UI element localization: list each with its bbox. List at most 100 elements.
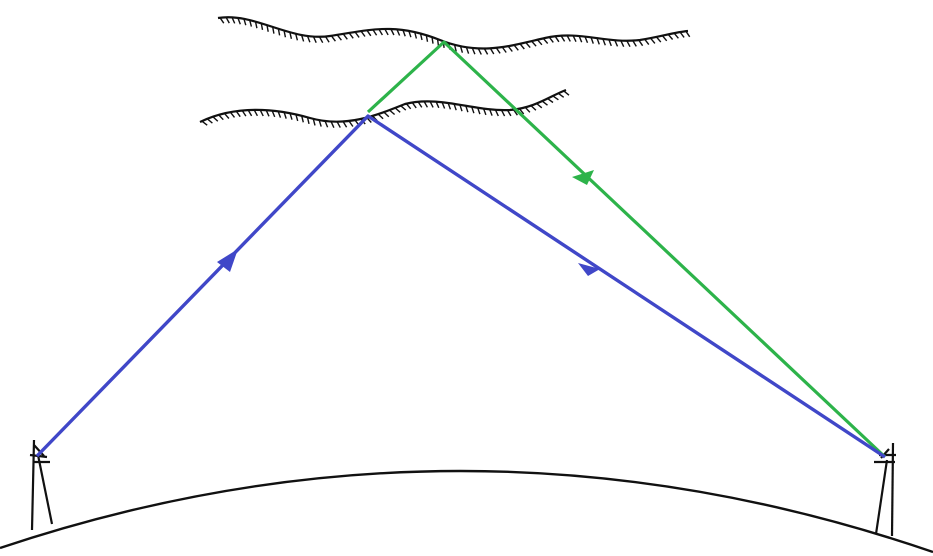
hatch-mark [500, 109, 506, 117]
hatch-mark [348, 32, 354, 39]
hatch-mark [482, 108, 487, 116]
hatch-mark [557, 92, 565, 98]
hatch-mark [283, 30, 287, 38]
hatch-mark [563, 90, 570, 96]
hatch-mark [259, 109, 264, 117]
hatch-mark [324, 36, 330, 43]
hatch-mark [419, 33, 423, 41]
hatch-mark [229, 111, 236, 118]
hatch-mark [620, 40, 625, 48]
hatch-mark [225, 16, 230, 24]
upper-layer-hatching [219, 16, 691, 55]
hatch-mark [548, 36, 554, 43]
hatch-mark [501, 46, 507, 53]
hatch-mark [602, 38, 606, 46]
hatch-mark [547, 98, 554, 104]
hatch-mark [608, 39, 612, 47]
hatch-mark [342, 33, 348, 40]
hatch-mark [525, 42, 531, 49]
hatch-mark [336, 121, 341, 128]
hatch-mark [348, 120, 354, 127]
hatch-mark [241, 110, 247, 117]
hatch-mark [453, 44, 457, 52]
hatch-mark [477, 107, 481, 115]
hatch-mark [530, 105, 537, 111]
hatch-mark [477, 48, 482, 55]
hatch-mark [471, 106, 475, 114]
hatch-mark [531, 40, 537, 47]
hatch-mark [435, 101, 440, 109]
hatch-mark [423, 101, 429, 108]
hatch-mark [295, 33, 299, 41]
hatch-mark [383, 111, 390, 118]
hatch-mark [560, 35, 566, 42]
hatch-mark [318, 36, 324, 44]
hatch-mark [552, 95, 559, 101]
hatch-mark [218, 114, 224, 121]
hatch-mark [650, 37, 656, 44]
hatch-mark [400, 105, 407, 111]
upper-ray-arrow-down [572, 170, 594, 185]
hatch-mark [614, 39, 619, 47]
hatch-mark [541, 100, 548, 106]
hatch-mark [572, 35, 577, 43]
hatch-mark [271, 110, 276, 118]
hatch-mark [488, 109, 493, 116]
hatch-mark [578, 35, 583, 43]
lower-ray-line [35, 114, 886, 459]
hatch-mark [417, 101, 423, 108]
hatch-mark [283, 111, 287, 119]
hatch-mark [206, 118, 213, 124]
hatch-mark [542, 37, 549, 44]
hatch-mark [524, 106, 531, 113]
hatch-mark [431, 36, 434, 44]
hatch-mark [673, 32, 679, 39]
hatch-mark [336, 34, 342, 41]
hatch-mark [429, 101, 434, 108]
hatch-mark [249, 19, 253, 27]
hatch-mark [266, 24, 269, 32]
hatch-mark [300, 34, 305, 42]
hatch-mark [685, 30, 691, 38]
lower-ray-arrow-down [578, 263, 600, 276]
hatch-mark [237, 17, 241, 25]
hatch-mark [272, 26, 275, 34]
upper-ionosphere-layer [217, 16, 691, 55]
hatch-mark [495, 47, 501, 54]
upper-ray-line [366, 40, 887, 459]
hatch-mark [584, 36, 589, 44]
hatch-mark [354, 31, 360, 38]
hatch-mark [306, 117, 310, 125]
hatch-mark [301, 115, 304, 123]
hatch-mark [405, 103, 412, 110]
hatch-mark [277, 28, 281, 36]
hatch-mark [219, 17, 225, 24]
hatch-mark [235, 110, 241, 118]
hatch-mark [679, 31, 685, 38]
hatch-mark [324, 120, 329, 128]
hatch-mark [453, 103, 457, 111]
hatch-mark [447, 102, 452, 110]
hatch-mark [330, 35, 336, 42]
hatch-mark [254, 21, 258, 29]
hatch-mark [342, 121, 348, 128]
hatch-mark [459, 46, 464, 53]
hatch-mark [384, 28, 389, 36]
hatch-mark [414, 31, 418, 39]
hatch-mark [295, 114, 299, 122]
hatch-mark [243, 18, 247, 26]
hatch-mark [506, 109, 512, 117]
hatch-mark [260, 23, 264, 31]
hatch-mark [512, 109, 518, 116]
hatch-mark [389, 109, 396, 116]
hatch-mark [312, 36, 317, 43]
upper-layer-boundary [217, 16, 689, 50]
hatch-mark [231, 17, 236, 24]
hatch-mark [377, 113, 384, 120]
hatch-mark [596, 37, 600, 45]
hatch-mark [306, 35, 311, 43]
hatch-mark [494, 109, 499, 117]
hatch-mark [402, 29, 406, 37]
hatch-mark [465, 105, 469, 113]
